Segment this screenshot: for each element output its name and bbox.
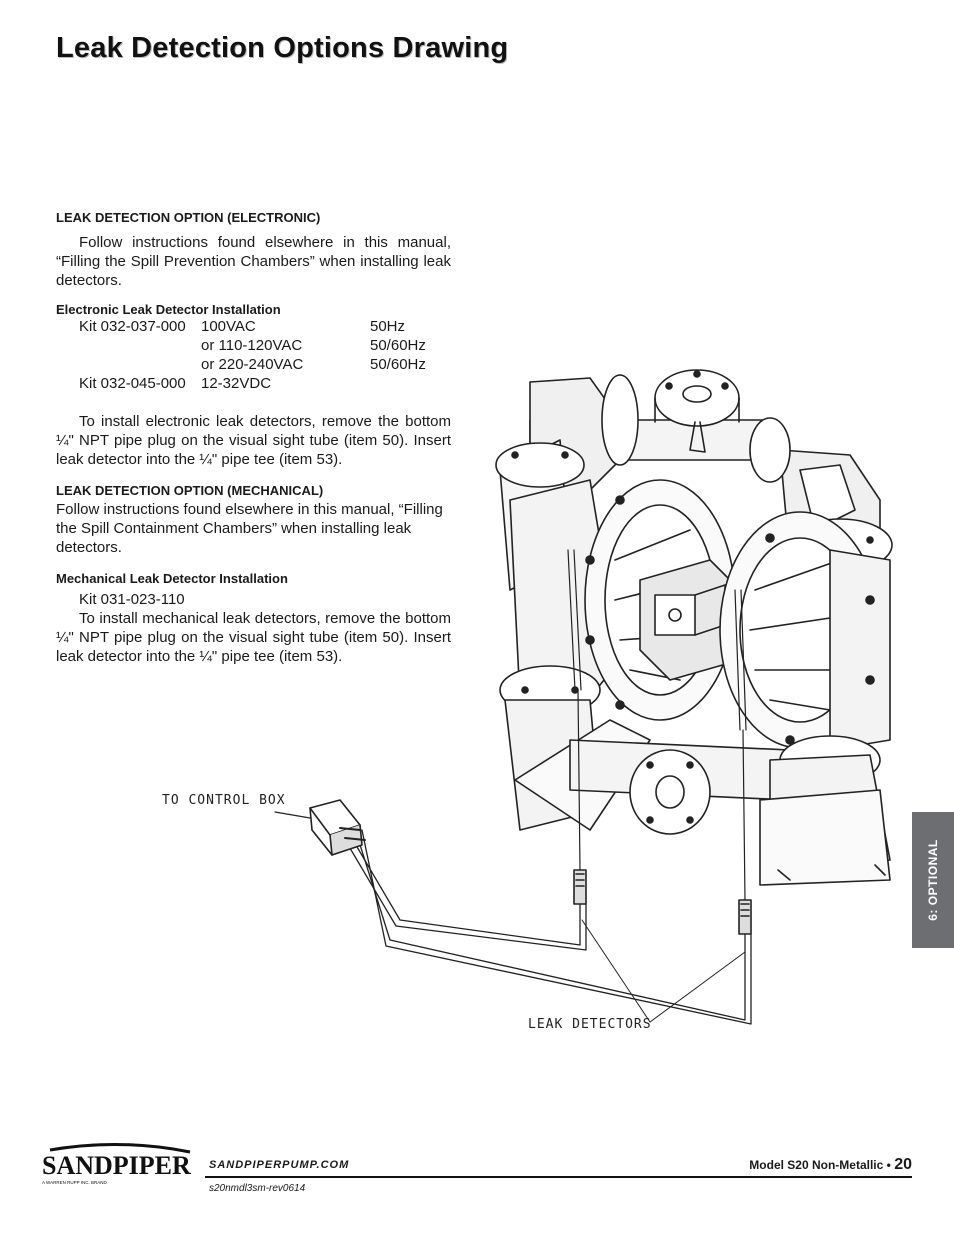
callout-leaders bbox=[581, 919, 746, 1023]
leak-detector-probes bbox=[573, 869, 752, 935]
mechanical-install-heading: Mechanical Leak Detector Installation bbox=[56, 571, 288, 586]
text-column: LEAK DETECTION OPTION (ELECTRONIC) Follo… bbox=[56, 210, 451, 666]
electronic-install-text: To install electronic leak detectors, re… bbox=[56, 413, 451, 468]
right-diaphragm-housing bbox=[719, 511, 891, 751]
electronic-intro: Follow instructions found elsewhere in t… bbox=[56, 234, 451, 289]
kit-frequency: 50/60Hz bbox=[370, 356, 426, 373]
bottom-manifold bbox=[569, 739, 791, 835]
control-box bbox=[274, 799, 366, 856]
kit-frequency: 50/60Hz bbox=[370, 337, 426, 354]
kit-number: Kit 032-045-000 bbox=[79, 375, 186, 392]
kit-frequency: 50Hz bbox=[370, 318, 406, 335]
footer-website[interactable]: SANDPIPERPUMP.COM bbox=[209, 1159, 350, 1171]
mechanical-intro: Follow instructions found elsewhere in t… bbox=[56, 501, 443, 556]
electronic-kit-table: Kit 032-037-000 100VAC 50Hz or 110-120VA… bbox=[56, 317, 451, 393]
kit-voltage: or 220-240VAC bbox=[201, 356, 304, 373]
kit-voltage: or 110-120VAC bbox=[201, 337, 303, 354]
kit-row: Kit 032-045-000 12-32VDC bbox=[56, 374, 451, 393]
logo-text: SANDPIPER bbox=[42, 1151, 191, 1180]
footer-model-text: Model S20 Non-Metallic • bbox=[749, 1158, 891, 1172]
pump-leak-detection-diagram: TO CONTROL BOX LEAK DETECTORS bbox=[162, 369, 893, 1032]
mechanical-heading: LEAK DETECTION OPTION (MECHANICAL) bbox=[56, 483, 324, 498]
right-lower-chamber bbox=[759, 735, 891, 886]
kit-number bbox=[56, 336, 201, 355]
logo-subtext: A WARREN RUPP INC. BRAND bbox=[42, 1180, 108, 1185]
footer-revision: s20nmdl3sm-rev0614 bbox=[209, 1183, 306, 1194]
kit-row: Kit 032-037-000 100VAC 50Hz bbox=[56, 317, 451, 336]
section-tab[interactable]: 6: OPTIONAL bbox=[912, 812, 954, 948]
mechanical-install-text: To install mechanical leak detectors, re… bbox=[56, 610, 451, 665]
section-tab-label: 6: OPTIONAL bbox=[926, 839, 941, 921]
page-title: Leak Detection Options Drawing bbox=[56, 32, 509, 64]
kit-row: or 220-240VAC 50/60Hz bbox=[56, 355, 451, 374]
kit-voltage: 12-32VDC bbox=[201, 375, 272, 392]
kit-voltage: 100VAC bbox=[201, 318, 256, 335]
electronic-heading: LEAK DETECTION OPTION (ELECTRONIC) bbox=[56, 210, 321, 225]
electronic-install-heading: Electronic Leak Detector Installation bbox=[56, 302, 281, 317]
control-box-label: TO CONTROL BOX bbox=[162, 793, 286, 808]
sight-tubes bbox=[567, 549, 747, 901]
footer-model: Model S20 Non-Metallic • 20 bbox=[749, 1156, 912, 1174]
mechanical-kit: Kit 031-023-110 bbox=[79, 591, 185, 608]
page-number: 20 bbox=[894, 1156, 912, 1173]
kit-row: or 110-120VAC 50/60Hz bbox=[56, 336, 451, 355]
sandpiper-logo: SANDPIPER A WARREN RUPP INC. BRAND bbox=[42, 1143, 191, 1185]
detector-cables bbox=[343, 829, 752, 1025]
leak-detectors-label: LEAK DETECTORS bbox=[528, 1017, 652, 1032]
kit-number: Kit 032-037-000 bbox=[79, 318, 186, 335]
footer-rule bbox=[205, 1176, 912, 1178]
